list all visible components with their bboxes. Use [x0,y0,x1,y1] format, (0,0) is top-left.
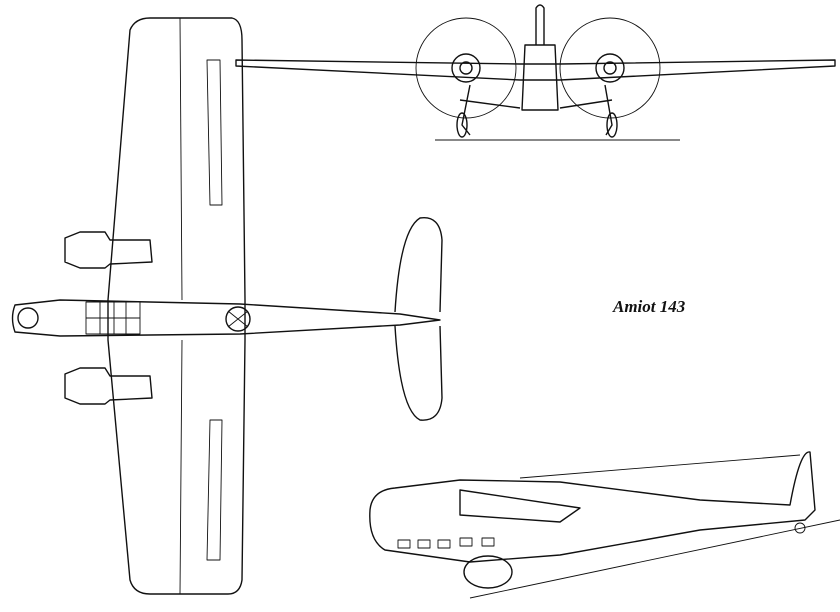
aileron-top [206,59,223,206]
aircraft-caption: Amiot 143 [613,297,686,316]
ventral-gondola [463,555,513,589]
dorsal-turret [225,306,251,332]
side-ground-line [469,519,840,599]
wing-outline [107,17,246,595]
side-engine [459,489,581,523]
nose-turret [17,307,39,329]
engine-nacelle-top [64,231,153,269]
side-fuselage [369,451,816,563]
front-fuselage [521,4,559,111]
front-wing [235,59,836,81]
aileron-bottom [206,419,223,561]
landing-gear [459,84,613,136]
front-view [235,4,836,141]
aerial-wire [519,454,801,479]
fuselage [11,299,441,337]
side-view [369,451,840,599]
tailplane [394,216,443,421]
engine-nacelle-bottom [64,367,153,405]
wing-spar-line [179,17,183,595]
cockpit-glazing [85,301,141,335]
propeller-disc-right [559,17,661,119]
side-windows [397,537,495,549]
plan-view [11,17,443,595]
